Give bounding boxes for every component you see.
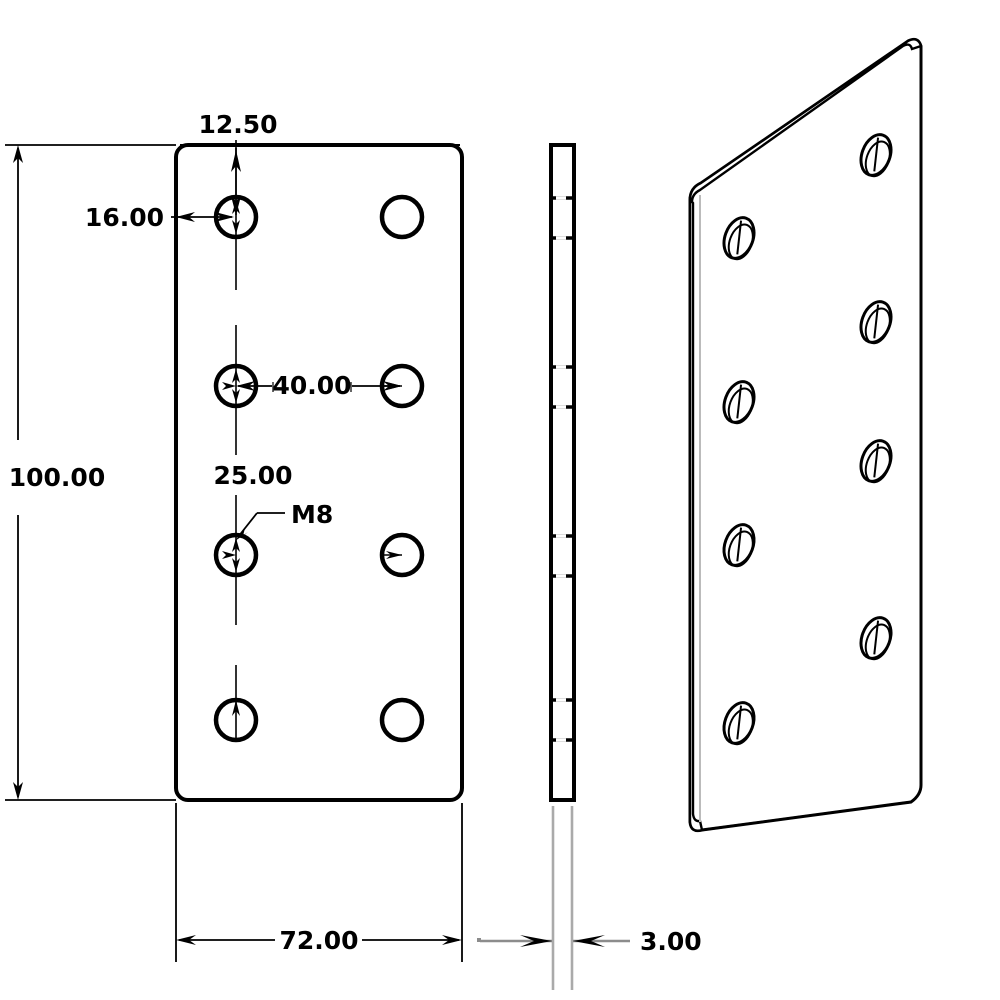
dimension-hole-spacing-vertical: 25.00 (213, 461, 292, 490)
side-hole-marks (551, 196, 574, 742)
iso-hole-r1c2 (859, 133, 893, 178)
isometric-view (688, 37, 923, 833)
dim-label-hole-edge-offset-top: 12.50 (198, 110, 277, 139)
iso-hole-r4c2 (859, 616, 893, 661)
right-hole-leader-stubs (382, 385, 402, 556)
front-hole-thread-arrows (222, 200, 402, 716)
side-view (549, 143, 576, 990)
hole-r1c2 (379, 194, 425, 240)
dim-label-hole-spacing-horizontal: 40.00 (272, 371, 351, 400)
dimension-hole-edge-offset-top: 12.50 (180, 110, 460, 215)
dimension-plate-thickness: 3.00 (477, 927, 702, 956)
dim-label-overall-height: 100.00 (9, 463, 105, 492)
dimension-hole-edge-offset-left: 16.00 (85, 203, 234, 232)
iso-hole-r2c1 (722, 380, 756, 425)
iso-hole-r3c1 (722, 523, 756, 568)
iso-hole-r3c2 (859, 439, 893, 484)
dimension-hole-spacing-horizontal: 40.00 (236, 371, 402, 400)
iso-front-face (688, 37, 923, 833)
iso-hole-r1c1 (722, 216, 756, 261)
dim-label-hole-edge-offset-left: 16.00 (85, 203, 164, 232)
iso-top-edge-band (688, 38, 923, 205)
hole-r3c1 (213, 532, 259, 578)
dim-label-plate-thickness: 3.00 (640, 927, 702, 956)
dimension-overall-height: 100.00 (5, 144, 176, 801)
side-plate-outline (549, 143, 576, 802)
dim-label-hole-spacing-vertical: 25.00 (213, 461, 292, 490)
annotation-thread-callout: M8 (235, 500, 333, 541)
annotation-label-m8: M8 (291, 500, 333, 529)
dimension-overall-width: 72.00 (175, 803, 463, 962)
side-hole-mark-gaps (556, 196, 566, 742)
iso-hole-r4c1 (722, 701, 756, 746)
dim-label-overall-width: 72.00 (279, 926, 358, 955)
iso-hole-group (722, 133, 893, 746)
hole-r4c2 (379, 697, 425, 743)
iso-hole-r2c2 (859, 300, 893, 345)
